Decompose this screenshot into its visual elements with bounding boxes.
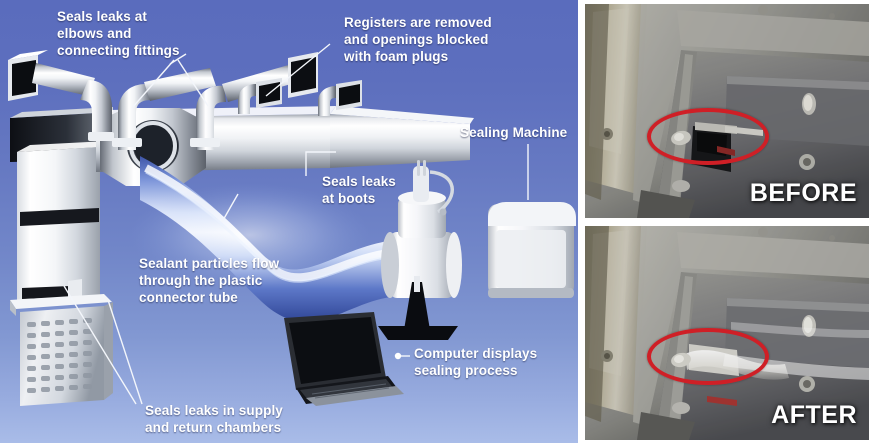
- duct-sealing-diagram: Seals leaks at elbows and connecting fit…: [0, 0, 578, 443]
- sealing-machine-box: [488, 202, 576, 298]
- photo-before: BEFORE: [585, 4, 869, 218]
- plastic-connector-tube: [130, 156, 404, 322]
- photo-caption-after: AFTER: [771, 401, 857, 429]
- air-handler-unit: [10, 107, 113, 406]
- callout-sealing-machine: Sealing Machine: [460, 125, 568, 140]
- return-grille-louvers: [27, 318, 92, 393]
- callout-sealant-flow: Sealant particles flow through the plast…: [139, 256, 280, 305]
- register-boot-b: [318, 80, 362, 116]
- before-after-photo-column: BEFORE: [578, 0, 872, 443]
- sealing-cylinder: [378, 160, 462, 340]
- photo-after: AFTER: [585, 226, 869, 440]
- branch-elbow-left: [8, 50, 114, 141]
- duct-system-illustration: [8, 43, 576, 406]
- highlight-ellipse-before: [647, 108, 769, 165]
- laptop-computer: [284, 312, 404, 406]
- computer-leader-dot: [394, 352, 402, 360]
- branch-elbow-center: [112, 68, 216, 150]
- callout-leader-lines: [63, 43, 529, 405]
- callout-chambers: Seals leaks in supply and return chamber…: [145, 403, 283, 435]
- callout-boots: Seals leaks at boots: [322, 174, 396, 206]
- callout-registers: Registers are removed and openings block…: [344, 15, 492, 64]
- highlight-ellipse-after: [647, 328, 769, 385]
- callout-elbows: Seals leaks at elbows and connecting fit…: [57, 9, 180, 58]
- callout-computer: Computer displays sealing process: [414, 346, 538, 378]
- photo-caption-before: BEFORE: [749, 179, 857, 207]
